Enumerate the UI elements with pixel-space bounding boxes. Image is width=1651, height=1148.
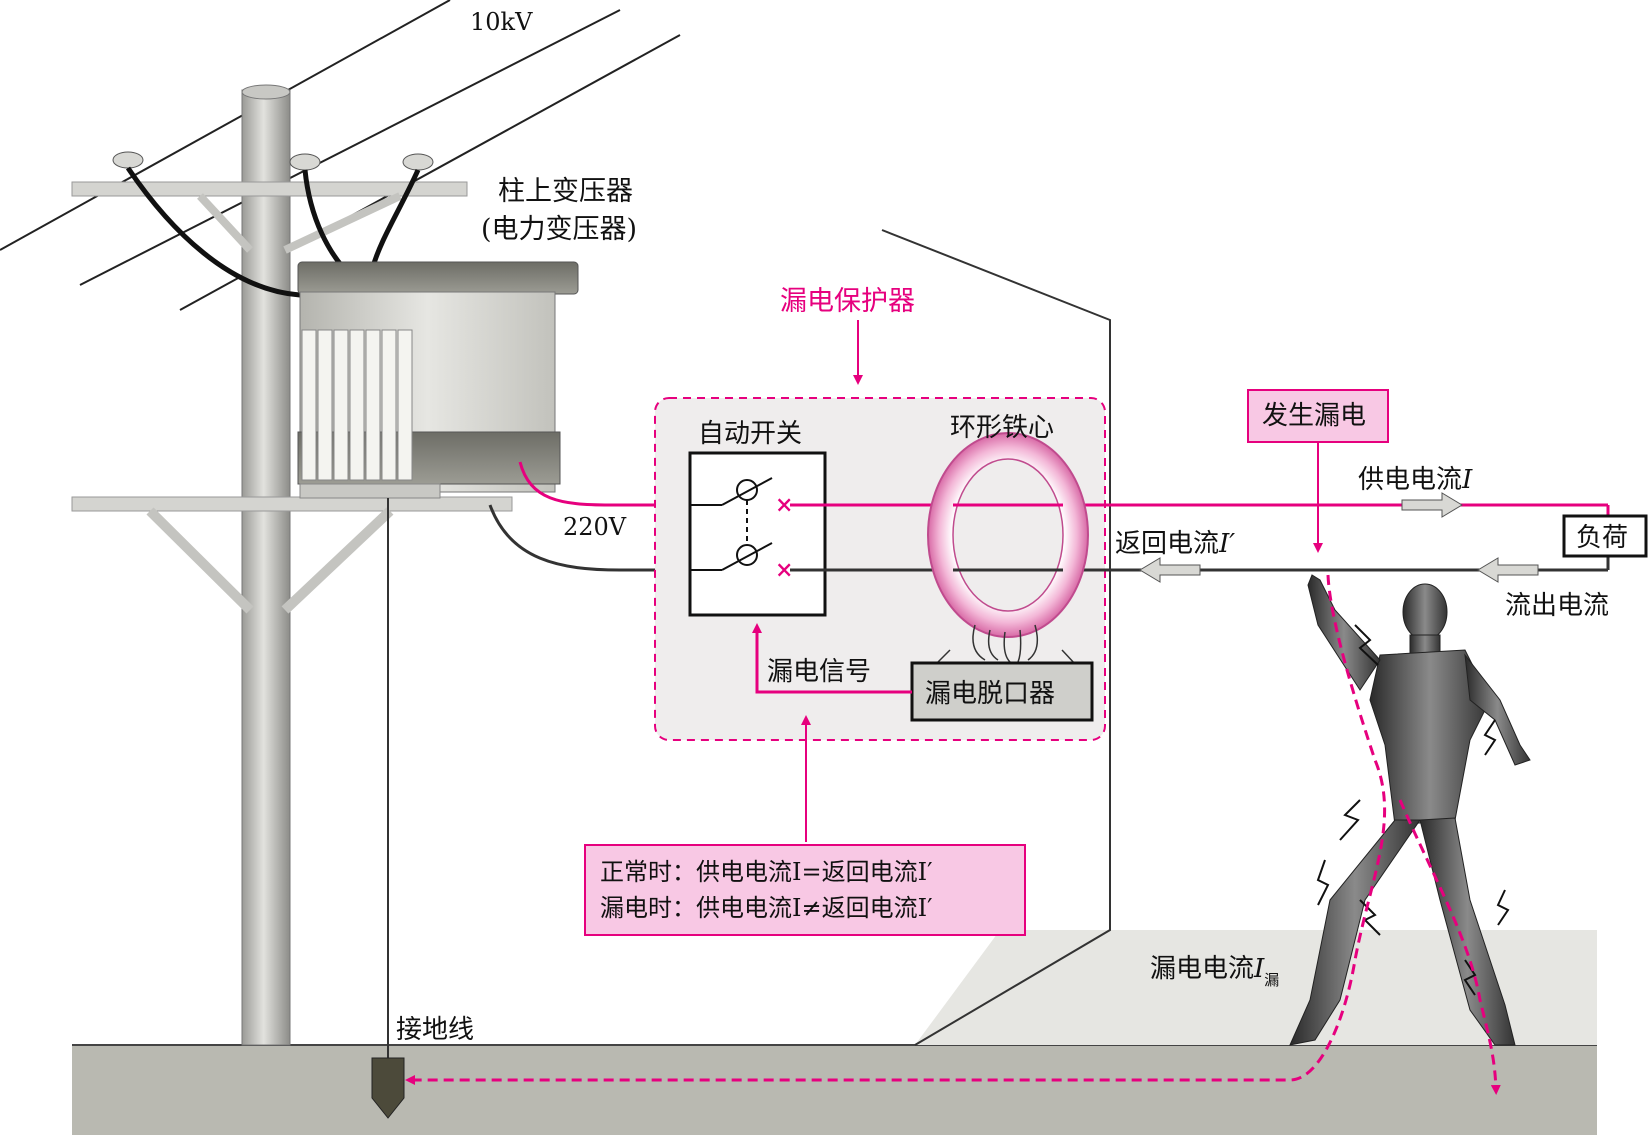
floor-area (915, 930, 1597, 1045)
return-current-label: 返回电流I′ (1115, 529, 1235, 559)
switch-contact-icon (690, 477, 773, 571)
protector-title: 漏电保护器 (780, 286, 915, 317)
hv-line-2 (79, 9, 621, 286)
house-wall (881, 229, 1111, 1046)
leakage-current-path (405, 574, 1387, 1085)
auto-switch-label: 自动开关 (698, 419, 802, 449)
transformer-label-line2: (电力变压器) (481, 214, 637, 245)
trip-device-label: 漏电脱口器 (925, 679, 1055, 709)
drop-wire-1 (125, 166, 301, 298)
switch-mark-2: × (775, 557, 793, 583)
leak-occurs-label: 发生漏电 (1262, 401, 1366, 431)
neutral-wire (488, 504, 723, 572)
outflow-arrow-icon (1477, 557, 1539, 583)
outflow-current-label: 流出电流 (1505, 591, 1609, 621)
transformer-label-line1: 柱上变压器 (498, 176, 633, 207)
leakage-current-path-2 (1398, 799, 1501, 1095)
trip-device-box (910, 661, 1094, 722)
ground-wire-label: 接地线 (396, 1015, 474, 1045)
leak-current-label: 漏电电流I漏 (1150, 954, 1279, 989)
load-label: 负荷 (1576, 523, 1628, 553)
utility-pole (71, 84, 513, 1046)
note-normal: 正常时：供电电流I=返回电流I′ (600, 858, 933, 886)
voltage-high-label: 10kV (470, 8, 533, 36)
ground-strip (72, 1045, 1597, 1135)
note-box (584, 844, 1026, 936)
person-shock-icon (1289, 574, 1531, 1046)
auto-switch-box (688, 451, 827, 617)
leak-occurs-box (1247, 389, 1389, 443)
note-leak: 漏电时：供电电流I≠返回电流I′ (600, 894, 933, 922)
coil-winding-icon (934, 624, 1077, 666)
switch-mark-1: × (775, 492, 793, 518)
voltage-low-label: 220V (563, 513, 627, 541)
leak-signal-line (752, 623, 912, 694)
load-box (1562, 514, 1648, 558)
drop-wire-3 (369, 168, 421, 271)
supply-arrow-icon (1401, 492, 1463, 518)
ring-core-icon (927, 432, 1089, 638)
ground-rod-icon (371, 1057, 405, 1119)
leak-signal-label: 漏电信号 (767, 657, 871, 687)
shock-spark-icon (1316, 624, 1510, 996)
supply-current-label: 供电电流I (1358, 465, 1473, 495)
live-wire (518, 461, 723, 507)
ring-core-label: 环形铁心 (950, 413, 1054, 443)
pole-transformer-icon (297, 261, 579, 499)
hv-line-1 (0, 0, 451, 251)
return-arrow-icon (1139, 557, 1201, 583)
